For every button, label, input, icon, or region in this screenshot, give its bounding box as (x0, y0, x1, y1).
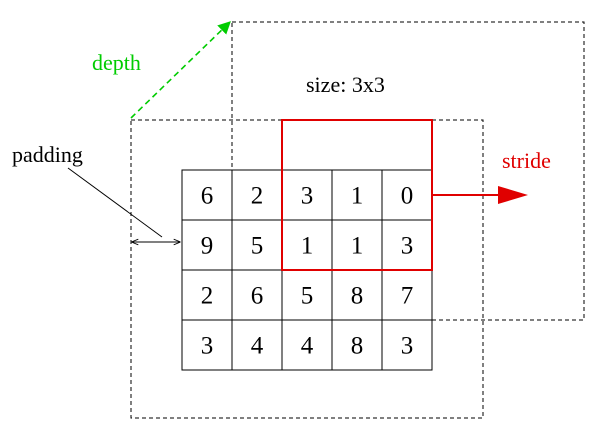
grid-cell-value: 5 (251, 233, 264, 260)
grid-cell (331, 319, 383, 371)
grid-cell-value: 7 (401, 283, 414, 310)
grid-cell-value: 3 (401, 233, 414, 260)
grid-cell-value: 5 (301, 283, 314, 310)
grid-cell-value: 6 (201, 183, 214, 210)
grid-cell (381, 269, 433, 321)
grid-cell (381, 319, 433, 371)
grid-cell-value: 3 (301, 183, 314, 210)
depth-arrow (130, 21, 231, 119)
grid-cell-value: 8 (351, 283, 364, 310)
stride-label: stride (502, 148, 551, 173)
grid-cell (281, 269, 333, 321)
grid-cell-value: 4 (251, 333, 264, 360)
stride-arrowhead (498, 186, 528, 204)
grid-cell-value: 6 (251, 283, 264, 310)
grid-cell-value: 2 (251, 183, 264, 210)
grid-cell-value: 9 (201, 233, 214, 260)
grid-cell-value: 2 (201, 283, 214, 310)
grid-cell (231, 319, 283, 371)
grid-cell (181, 219, 233, 271)
padding-label: padding (12, 142, 83, 167)
grid-cell (331, 219, 383, 271)
input-grid: 6 2 3 1 0 9 5 1 1 3 2 6 5 8 7 3 4 4 8 3 (181, 169, 433, 371)
grid-cell-value: 4 (301, 333, 314, 360)
grid-cell-value: 1 (301, 233, 314, 260)
grid-cell-value: 0 (401, 183, 414, 210)
grid-cell (231, 269, 283, 321)
size-label: size: 3x3 (306, 72, 385, 97)
grid-cell (231, 169, 283, 221)
grid-cell-value: 1 (351, 233, 364, 260)
grid-cell-value: 3 (401, 333, 414, 360)
grid-cell (181, 319, 233, 371)
grid-cell (281, 219, 333, 271)
grid-cell (231, 219, 283, 271)
grid-cell-value: 3 (201, 333, 214, 360)
padding-pointer (67, 167, 163, 238)
grid-cell (181, 269, 233, 321)
grid-cell (281, 319, 333, 371)
grid-cell (181, 169, 233, 221)
grid-cell-value: 1 (351, 183, 364, 210)
depth-label: depth (92, 50, 141, 75)
grid-cell-value: 8 (351, 333, 364, 360)
